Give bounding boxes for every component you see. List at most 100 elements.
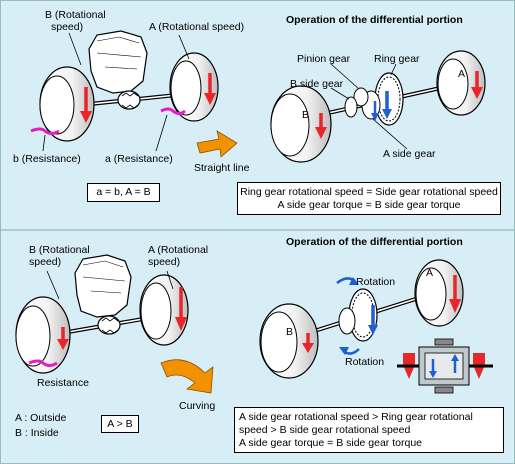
leader-ring-gear: [390, 63, 397, 76]
top-ring-blue-arrowhead: [382, 109, 392, 119]
top-wheel-a-letter: A: [458, 68, 465, 80]
bottom-differential-assembly: [259, 259, 464, 379]
straight-line-label: Straight line: [194, 162, 250, 174]
bottom-differential-housing: [97, 315, 121, 335]
bottom-resistance-label: Resistance: [37, 377, 89, 389]
bottom-ring-blue-arrowhead: [368, 325, 378, 335]
top-axle-assembly: [30, 30, 219, 152]
top-b-side-gear-label: B side gear: [290, 78, 344, 90]
leader-b-speed: [68, 32, 82, 66]
bottom-leader-b-speed: [46, 270, 60, 300]
wheel-b-rotation-arrowhead: [80, 111, 92, 123]
top-side-blue-arrowhead: [371, 113, 379, 121]
compare-box: A > B: [101, 415, 139, 433]
engine-block: [88, 30, 148, 94]
bottom-engine-block: [74, 254, 132, 318]
rotation-top-arrowhead: [349, 277, 359, 285]
equation-box: a = b, A = B: [87, 183, 160, 202]
top-ring-gear-label: Ring gear: [374, 53, 420, 65]
rotation-bottom-label: Rotation: [345, 356, 384, 368]
top-diff-title: Operation of the differential portion: [286, 14, 463, 26]
leader-pinion-gear: [330, 63, 360, 90]
bottom-label-a-speed-1: A (Rotational: [148, 244, 208, 256]
differential-housing: [117, 90, 141, 110]
wheel-a-rim: [170, 60, 202, 116]
wheel-b-rim: [39, 75, 75, 135]
bottom-wheel-b-rim: [15, 305, 51, 367]
top-diff-wheel-a-arrowhead: [471, 87, 483, 99]
section-blue-arrowhead-right: [451, 354, 459, 361]
section-blue-arrows: [431, 359, 457, 373]
top-b-side-gear: [344, 96, 358, 118]
leader-a-resistance: [155, 114, 168, 152]
bottom-leader-a-speed: [166, 270, 174, 290]
gear-cross-section: [397, 338, 493, 394]
section-blue-arrowhead-left: [429, 371, 437, 378]
engine-detail: [96, 36, 142, 70]
legend-b-inside: B : Inside: [15, 427, 59, 439]
bottom-diff-title: Operation of the differential portion: [286, 236, 463, 248]
top-diff-wheel-b-rim: [270, 93, 310, 157]
top-label-a-speed: A (Rotational speed): [149, 21, 244, 33]
section-top-cap: [434, 338, 454, 346]
top-label-a-resistance: a (Resistance): [105, 153, 173, 165]
rotation-bottom-arrowhead: [339, 347, 349, 355]
top-result-line1: Ring gear rotational speed = Side gear r…: [240, 186, 498, 198]
resistance-b-mark: [30, 127, 60, 135]
bottom-diff-wheel-a-rim: [415, 267, 447, 321]
equation-text: a = b, A = B: [96, 186, 151, 198]
bottom-diff-wheel-a-arrowhead: [449, 299, 461, 313]
bottom-diff-wheel-b-arrowhead: [302, 343, 314, 353]
bottom-wheel-a-rim: [140, 282, 172, 340]
section-inner: [424, 352, 464, 380]
leader-b-resistance: [42, 134, 46, 152]
bottom-diff-wheel-b-rim: [260, 311, 298, 373]
straight-line-arrow-icon: [196, 130, 238, 158]
differential-gear-teeth: [121, 92, 139, 109]
section-left-red-arrow: [403, 353, 415, 365]
top-a-side-gear-label: A side gear: [383, 148, 436, 160]
resistance-a-mark: [160, 107, 186, 115]
bottom-label-b-speed-1: B (Rotational: [29, 244, 90, 256]
leader-b-side-gear: [330, 87, 350, 100]
top-pinion-gear: [353, 87, 369, 107]
top-result-box: Ring gear rotational speed = Side gear r…: [237, 182, 501, 215]
leader-a-side-gear: [372, 118, 408, 150]
bottom-engine-detail: [82, 260, 126, 294]
leader-a-speed: [178, 34, 190, 60]
bottom-result-box: A side gear rotational speed > Ring gear…: [234, 407, 504, 453]
rotation-top-label: Rotation: [356, 276, 395, 288]
top-wheel-b-letter: B: [302, 109, 309, 121]
top-pinion-gear-label: Pinion gear: [297, 53, 351, 65]
curving-arrow-icon: [160, 359, 214, 394]
top-diff-wheel-b-arrowhead: [315, 127, 327, 139]
top-label-b-speed-1: B (Rotational: [45, 9, 106, 21]
section-right-red-arrowhead: [473, 365, 485, 379]
bottom-axle-assembly: [15, 254, 189, 374]
wheel-a-rotation-arrowhead: [204, 93, 216, 105]
bottom-result-line1: A side gear rotational speed > Ring gear…: [239, 411, 473, 423]
bottom-wheel-a-arrowhead: [175, 317, 187, 331]
legend-a-outside: A : Outside: [15, 412, 67, 424]
bottom-wheel-b-letter: B: [286, 326, 293, 338]
section-left-red-arrowhead: [403, 365, 415, 379]
bottom-wheel-a-letter: A: [426, 267, 433, 279]
top-result-line2: A side gear torque = B side gear torque: [277, 199, 461, 211]
bottom-wheel-b-arrowhead: [57, 339, 69, 350]
bottom-resistance-mark: [28, 359, 58, 367]
bottom-result-line2: speed > B side gear rotational speed: [239, 424, 411, 436]
compare-text: A > B: [107, 418, 133, 430]
bottom-differential-gear-teeth: [101, 317, 119, 334]
curving-label: Curving: [179, 400, 215, 412]
top-diff-wheel-a-rim: [437, 58, 469, 110]
section-right-red-arrow: [473, 353, 485, 365]
bottom-label-b-speed-2: speed): [29, 256, 61, 268]
top-label-b-speed-2: speed): [51, 21, 83, 33]
top-differential-assembly: [270, 50, 486, 163]
section-bottom-cap: [434, 386, 454, 394]
bottom-result-line3: A side gear torque = B side gear torque: [239, 437, 422, 449]
top-label-b-resistance: b (Resistance): [13, 153, 81, 165]
bottom-label-a-speed-2: speed): [148, 256, 180, 268]
